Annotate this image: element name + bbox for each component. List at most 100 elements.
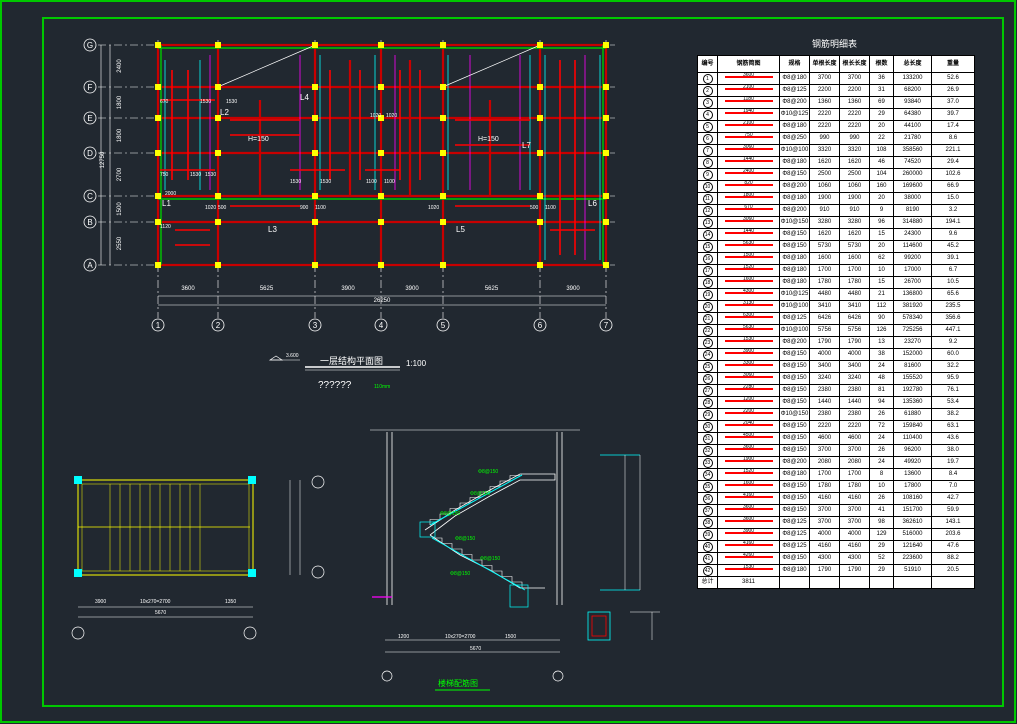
table-cell: 17000 xyxy=(893,264,932,277)
table-cell: Φ8@150 xyxy=(779,492,810,505)
row-number: 34 xyxy=(697,468,718,481)
row-number-circle: 29 xyxy=(702,409,713,420)
axis-letter: C xyxy=(87,192,93,201)
svg-text:1530: 1530 xyxy=(290,179,301,185)
svg-text:2000: 2000 xyxy=(165,191,176,197)
row-number-circle: 38 xyxy=(702,517,713,528)
col-header: 总长度 xyxy=(893,55,932,73)
table-cell: 76.1 xyxy=(931,384,975,397)
rebar-bar-icon xyxy=(724,172,773,174)
rebar-shape-length: 1520 xyxy=(742,264,755,270)
rebar-shape-length: 3600 xyxy=(742,72,755,78)
axis-number: 7 xyxy=(604,321,609,330)
table-cell: 3280 xyxy=(809,216,840,229)
table-cell: 29 xyxy=(869,108,894,121)
rebar-shape-length: 1180 xyxy=(743,96,754,102)
rebar-bar-icon xyxy=(724,400,773,402)
rebar-shape: 3600 xyxy=(717,516,780,529)
row-number-circle: 16 xyxy=(702,253,713,264)
axis-letter: A xyxy=(87,261,93,270)
table-cell: 381920 xyxy=(893,300,932,313)
column-marker xyxy=(537,219,543,225)
rebar-shape: 1530 xyxy=(717,564,780,577)
svg-text:1530: 1530 xyxy=(190,172,201,178)
table-cell: 1790 xyxy=(809,564,840,577)
horizontal-dim-label: 3600 xyxy=(181,286,195,292)
inner-frame xyxy=(42,17,1004,707)
column-marker xyxy=(155,42,161,48)
rebar-shape: 3900 xyxy=(717,348,780,361)
rebar-shape: 1800 xyxy=(717,192,780,205)
table-cell: 1600 xyxy=(839,252,870,265)
rebar-shape: 2100 xyxy=(717,84,780,97)
row-number-circle: 41 xyxy=(702,553,713,564)
rebar-bar-icon xyxy=(724,208,773,210)
table-cell: 8.4 xyxy=(931,468,975,481)
table-cell: Φ8@200 xyxy=(779,180,810,193)
table-cell: Φ8@150 xyxy=(779,504,810,517)
horizontal-dim-label: 5625 xyxy=(485,286,499,292)
vertical-dim-label: 1800 xyxy=(117,128,123,142)
row-number: 41 xyxy=(697,552,718,565)
table-cell: 39.7 xyxy=(931,108,975,121)
table-cell: 6426 xyxy=(839,312,870,325)
table-cell: 38.0 xyxy=(931,444,975,457)
column-marker xyxy=(537,84,543,90)
row-number-circle: 17 xyxy=(702,265,713,276)
rebar-shape: 1900 xyxy=(717,456,780,469)
svg-text:10x270=2700: 10x270=2700 xyxy=(445,634,476,640)
table-cell: 20 xyxy=(869,240,894,253)
rebar-shape-length: 1500 xyxy=(742,252,755,258)
table-cell: Φ8@150 xyxy=(779,360,810,373)
table-cell: 159840 xyxy=(893,420,932,433)
table-cell: 2220 xyxy=(839,420,870,433)
table-cell: 223600 xyxy=(893,552,932,565)
rebar-bar-icon xyxy=(724,280,773,282)
rebar-shape-length: 670 xyxy=(744,204,753,210)
rebar-shape-length: 1440 xyxy=(742,156,755,162)
table-cell: 48 xyxy=(869,372,894,385)
table-cell: 90 xyxy=(869,312,894,325)
rebar-shape-length: 2200 xyxy=(742,408,755,414)
table-cell: 13600 xyxy=(893,468,932,481)
column-marker xyxy=(537,42,543,48)
row-number: 36 xyxy=(697,492,718,505)
row-number-circle: 22 xyxy=(702,325,713,336)
rebar-shape-length: 1530 xyxy=(742,336,755,342)
row-number-circle: 7 xyxy=(702,145,713,156)
column-marker xyxy=(378,219,384,225)
rebar-bar-icon xyxy=(724,544,773,546)
table-cell: 362610 xyxy=(893,516,932,529)
rebar-shape-length: 1600 xyxy=(742,276,755,282)
row-number: 1 xyxy=(697,72,718,85)
row-number-circle: 19 xyxy=(702,289,713,300)
table-cell: 20 xyxy=(869,120,894,133)
table-cell: 133200 xyxy=(893,72,932,85)
table-cell: 1600 xyxy=(809,252,840,265)
column-marker xyxy=(603,193,609,199)
table-cell: 1620 xyxy=(809,228,840,241)
column-marker xyxy=(312,193,318,199)
table-cell: Φ8@200 xyxy=(779,456,810,469)
column-marker xyxy=(537,115,543,121)
svg-text:1020: 1020 xyxy=(205,205,216,211)
table-cell: Φ8@125 xyxy=(779,84,810,97)
table-cell: 65.6 xyxy=(931,288,975,301)
table-cell: Φ8@200 xyxy=(779,336,810,349)
rebar-shape-length: 2280 xyxy=(742,384,755,390)
rebar-shape-length: 1600 xyxy=(742,480,755,486)
row-number: 14 xyxy=(697,228,718,241)
svg-text:Φ8@150: Φ8@150 xyxy=(440,511,460,517)
rebar-shape: 3900 xyxy=(717,528,780,541)
table-cell: 44100 xyxy=(893,120,932,133)
table-cell: 5756 xyxy=(809,324,840,337)
table-cell: 6426 xyxy=(809,312,840,325)
row-number-circle: 40 xyxy=(702,541,713,552)
table-cell: 52.6 xyxy=(931,72,975,85)
table-cell: 1780 xyxy=(839,480,870,493)
